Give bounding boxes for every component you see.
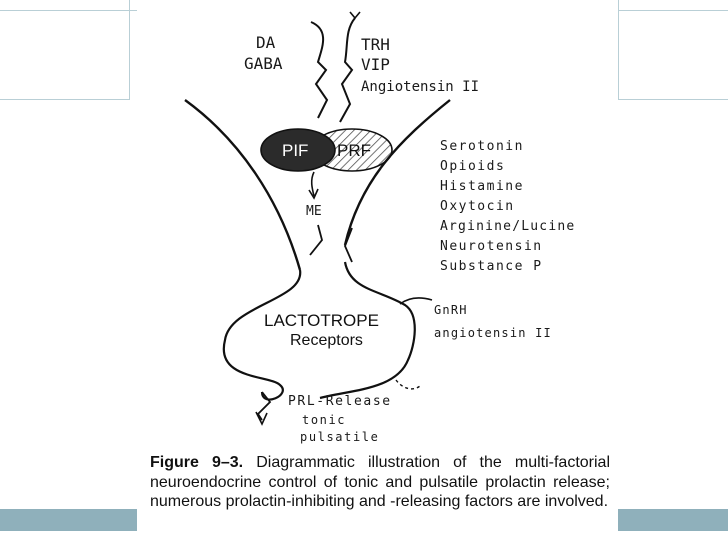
scanned-figure-page: [137, 0, 618, 546]
gnrh-arrow: [399, 297, 433, 305]
modulator-item: Histamine: [440, 179, 524, 194]
modulator-item: Oxytocin: [440, 199, 515, 214]
input-da: DA: [256, 33, 276, 52]
release-fiber: [256, 391, 272, 421]
input-vip: VIP: [361, 55, 390, 74]
pif-to-me-arrowhead: [308, 188, 319, 200]
funnel-left-wall: [184, 99, 302, 271]
fiber-arrowhead: [349, 11, 361, 20]
fiber-stimulatory: [339, 17, 356, 123]
input-trh: TRH: [361, 35, 390, 54]
me-label: ME: [306, 204, 322, 219]
input-gaba: GABA: [244, 54, 283, 73]
slide-corner-right: [618, 0, 728, 100]
pif-ellipse: [260, 128, 336, 172]
smudge-mark: [395, 379, 421, 390]
lactotrope-outline-right: [319, 261, 416, 400]
figure-caption-text: Diagrammatic illustration of the multi-f…: [150, 454, 610, 510]
pif-label: PIF: [282, 141, 308, 160]
stalk-zigzag: [309, 224, 323, 256]
local-factor-gnrh: GnRH: [434, 303, 468, 317]
figure-label: Figure 9–3.: [150, 454, 244, 471]
local-factor-angiotensin: angiotensin II: [434, 326, 552, 340]
modulator-list: Serotonin Opioids Histamine Oxytocin Arg…: [440, 139, 575, 274]
input-angiotensin: Angiotensin II: [361, 79, 479, 95]
modulator-item: Neurotensin: [440, 239, 543, 254]
modulator-item: Substance P: [440, 259, 543, 274]
modulator-item: Arginine/Lucine: [440, 219, 575, 234]
release-mode-tonic: tonic: [302, 413, 346, 427]
modulator-item: Opioids: [440, 159, 505, 174]
modulator-item: Serotonin: [440, 139, 524, 154]
lactotrope-label: LACTOTROPE: [264, 311, 379, 330]
slide-corner-left: [0, 0, 130, 100]
pif-to-me-arrow: [310, 171, 315, 197]
funnel-right-wall: [343, 99, 451, 246]
lactotrope-outline-left: [222, 269, 302, 401]
fiber-inhibitory: [310, 21, 329, 119]
release-arrowhead: [255, 411, 268, 426]
figure-caption: Figure 9–3. Diagrammatic illustration of…: [150, 453, 610, 512]
stalk-right: [344, 227, 353, 263]
receptors-label: Receptors: [290, 332, 363, 349]
prl-release-label: PRL-Release: [288, 394, 392, 409]
release-mode-pulsatile: pulsatile: [300, 430, 379, 444]
prf-label: PRF: [337, 141, 371, 160]
